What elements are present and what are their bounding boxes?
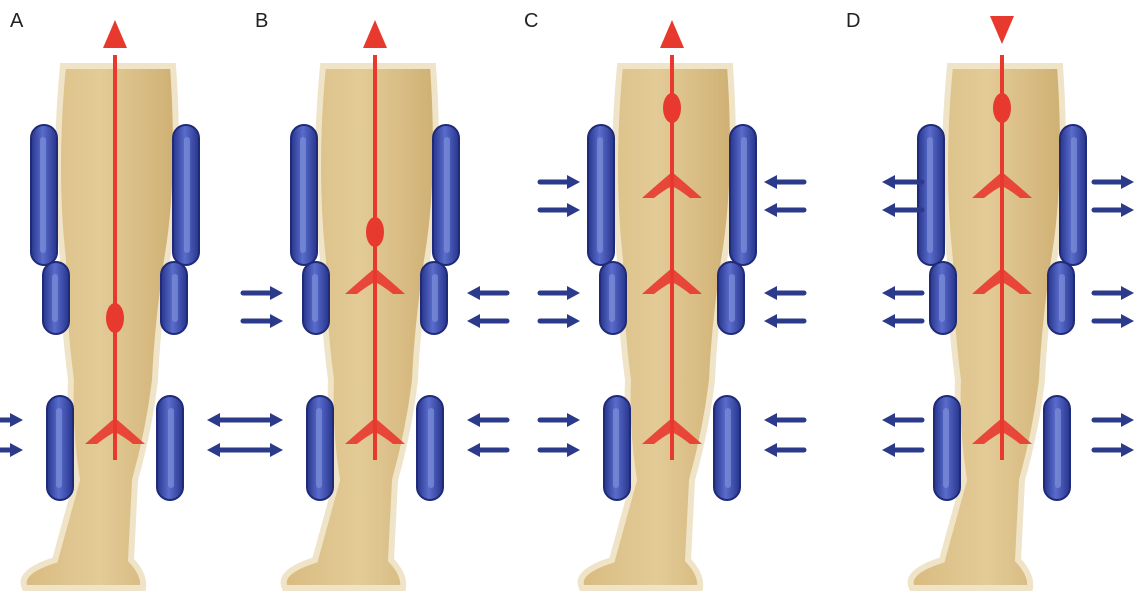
blue-pressure-arrow-head: [567, 203, 580, 217]
thigh-cuff-right-highlight: [444, 137, 450, 253]
blue-pressure-arrow-head: [270, 286, 283, 300]
blue-pressure-arrow-head: [567, 413, 580, 427]
blue-pressure-arrow-head: [467, 443, 480, 457]
knee-cuff-right-highlight: [432, 274, 438, 322]
panel-a: [0, 20, 247, 588]
blue-pressure-arrow-head: [467, 413, 480, 427]
red-flow-arrow-icon: [103, 20, 127, 48]
vessel-bulge: [993, 93, 1011, 123]
blue-pressure-arrow-head: [764, 413, 777, 427]
blue-pressure-arrow-head: [567, 286, 580, 300]
ankle-cuff-left-highlight: [943, 408, 949, 488]
blue-pressure-arrow-head: [882, 203, 895, 217]
red-flow-arrow-icon: [990, 16, 1014, 44]
ankle-cuff-right-highlight: [428, 408, 434, 488]
blue-pressure-arrow-head: [467, 286, 480, 300]
blue-pressure-arrow-head: [764, 203, 777, 217]
panel-b: [243, 20, 507, 588]
red-flow-arrow-icon: [363, 20, 387, 48]
knee-cuff-left-highlight: [939, 274, 945, 322]
ankle-cuff-right-highlight: [1055, 408, 1061, 488]
blue-pressure-arrow-head: [764, 175, 777, 189]
blue-pressure-arrow-head: [764, 314, 777, 328]
thigh-cuff-left-highlight: [597, 137, 603, 253]
thigh-cuff-right-highlight: [1071, 137, 1077, 253]
blue-pressure-arrow-head: [467, 314, 480, 328]
blue-pressure-arrow-head: [1121, 443, 1134, 457]
panel-c: [540, 20, 804, 588]
thigh-cuff-left-highlight: [300, 137, 306, 253]
blue-pressure-arrow-head: [567, 443, 580, 457]
blue-pressure-arrow-head: [764, 443, 777, 457]
blue-pressure-arrow-head: [1121, 203, 1134, 217]
blue-pressure-arrow-head: [1121, 175, 1134, 189]
vessel-bulge: [106, 303, 124, 333]
blue-pressure-arrow-head: [10, 443, 23, 457]
vessel-bulge: [663, 93, 681, 123]
blue-pressure-arrow-head: [1121, 314, 1134, 328]
ankle-cuff-left-highlight: [56, 408, 62, 488]
blue-pressure-arrow-head: [10, 413, 23, 427]
blue-pressure-arrow-head: [882, 443, 895, 457]
ankle-cuff-left-highlight: [316, 408, 322, 488]
ankle-cuff-left-highlight: [613, 408, 619, 488]
panel-d: [882, 16, 1134, 588]
blue-pressure-arrow-head: [270, 413, 283, 427]
thigh-cuff-left-highlight: [40, 137, 46, 253]
knee-cuff-left-highlight: [609, 274, 615, 322]
blue-pressure-arrow-head: [567, 175, 580, 189]
knee-cuff-right-highlight: [172, 274, 178, 322]
red-flow-arrow-icon: [660, 20, 684, 48]
knee-cuff-left-highlight: [52, 274, 58, 322]
blue-pressure-arrow-head: [270, 443, 283, 457]
ankle-cuff-right-highlight: [725, 408, 731, 488]
blue-pressure-arrow-head: [764, 286, 777, 300]
blue-pressure-arrow-head: [882, 175, 895, 189]
blue-pressure-arrow-head: [882, 286, 895, 300]
blue-pressure-arrow-head: [567, 314, 580, 328]
blue-pressure-arrow-head: [882, 314, 895, 328]
blue-pressure-arrow-head: [270, 314, 283, 328]
blue-pressure-arrow-head: [207, 443, 220, 457]
knee-cuff-right-highlight: [1059, 274, 1065, 322]
thigh-cuff-left-highlight: [927, 137, 933, 253]
knee-cuff-right-highlight: [729, 274, 735, 322]
blue-pressure-arrow-head: [882, 413, 895, 427]
vessel-bulge: [366, 217, 384, 247]
blue-pressure-arrow-head: [1121, 413, 1134, 427]
knee-cuff-left-highlight: [312, 274, 318, 322]
ankle-cuff-right-highlight: [168, 408, 174, 488]
thigh-cuff-right-highlight: [184, 137, 190, 253]
blue-pressure-arrow-head: [207, 413, 220, 427]
thigh-cuff-right-highlight: [741, 137, 747, 253]
blue-pressure-arrow-head: [1121, 286, 1134, 300]
